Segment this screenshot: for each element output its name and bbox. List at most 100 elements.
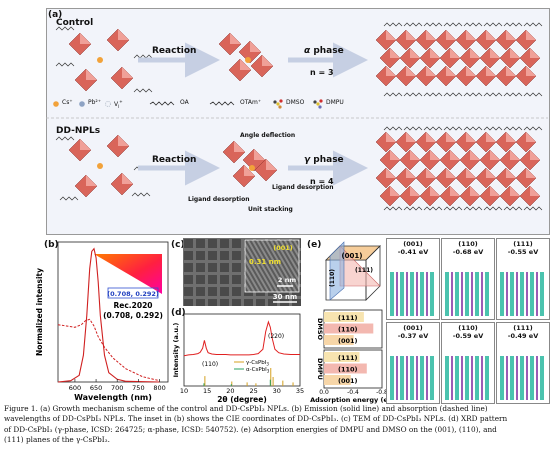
panel-c-letter: (c) [171,240,185,250]
gamma-phase-octahedron-highlight [426,168,436,178]
alpha-phase-octahedron-highlight [390,48,400,58]
dft-structure-tile: (111)-0.55 eV [496,238,550,320]
adsorption-energy-bars: (111)(110)(001)(111)(110)(001) DMSO DMPU… [310,309,386,404]
alpha-phase-octahedron-highlight [450,48,460,58]
emission-curve [57,247,160,383]
surface-ligand [423,22,443,27]
caption-line-2: wavelengths of DD-CsPbI₃ NPLs. The inset… [4,414,508,424]
gamma-phase-octahedron-highlight [510,186,520,196]
alpha-phase-octahedron-highlight [510,48,520,58]
legend-pb-label: Pb²⁺ [88,99,101,106]
gamma-phase-octahedron-highlight [510,150,520,160]
gamma-phase-octahedron-highlight [530,150,540,160]
gamma-phase-octahedron-highlight [530,186,540,196]
dft-structure-tile: (110)-0.68 eV [441,238,495,320]
gamma-phase-octahedron-highlight [446,132,456,142]
gamma-phase-octahedron-highlight [410,150,420,160]
control-precursor-octahedron-highlight [122,67,133,78]
dmso-group-label: DMSO [316,318,324,341]
surface-ligand [423,92,443,97]
alpha-phase-octahedron-highlight [406,30,416,40]
gamma-phase-octahedron-highlight [390,150,400,160]
gamma-phase-octahedron-highlight [470,186,480,196]
plot-e-xlabel: Adsorption energy (eV) [310,396,386,404]
adsorption-bar-label: (110) [338,366,358,374]
control-precursor-octahedron-highlight [86,69,97,80]
ligand-chain [59,196,79,201]
plot-b-xlabel: Wavelength (nm) [74,393,152,402]
panel-a-schematic [46,22,548,211]
tile-energy-label: -0.55 eV [507,248,539,256]
cs-ion [97,163,103,169]
scale-small-label: 2 nm [278,276,296,284]
tile-plane-label: (001) [403,324,423,332]
plane-110-face [329,241,345,301]
gamma-phase-octahedron-highlight [450,150,460,160]
rec-label: Rec.2020 [113,301,152,310]
alpha-phase-octahedron-highlight [406,66,416,76]
plot-b-xtick-label: 800 [153,384,165,392]
scale-big-label: 30 nm [273,293,297,301]
adsorption-bar [324,312,364,322]
gamma-phase-octahedron-highlight [466,168,476,178]
panel-b-letter: (b) [44,240,59,250]
alpha-phase-octahedron-highlight [506,30,516,40]
surface-ligand [523,126,543,131]
control-intermediate-octahedron-highlight [250,41,261,52]
alpha-phase-octahedron-highlight [386,66,396,76]
control-intermediate-octahedron-highlight [262,55,273,66]
gamma-phase-octahedron-highlight [426,132,436,142]
surface-ligand [523,206,543,211]
gamma-phase-octahedron-highlight [506,168,516,178]
cie-point-label: (0.708, 0.292) [107,290,159,298]
legend-dmso-label: DMSO [286,99,305,106]
dd-intermediate-octahedron-highlight [254,149,265,160]
caption-line-3: of DD-CsPbI₃ (γ-phase, ICSD: 264725; α-p… [4,424,497,434]
alpha-phase-octahedron-highlight [386,30,396,40]
adsorption-bar-label: (111) [338,354,358,362]
sphere-icon [53,101,59,107]
tile-energy-label: -0.41 eV [397,248,429,256]
angle-deflection-label: Angle deflection [240,132,296,139]
legend-oa-label: OA [180,99,189,106]
control-reaction-label: Reaction [152,46,197,56]
cs-ion [97,57,103,63]
dd-n-label: n = 4 [310,177,334,186]
dd-precursor-octahedron-highlight [80,139,91,150]
alpha-phase-octahedron-highlight [526,66,536,76]
gamma-phase-octahedron-highlight [486,168,496,178]
crystal-planes-cube: (001) (111) (110) [325,241,381,301]
lattice-spacing-label: 0.31 nm [249,258,281,266]
panel-e-letter: (e) [307,240,322,250]
gamma-phase-octahedron-highlight [430,150,440,160]
emission-absorption-plot: (0.708, 0.292) Rec.2020 (0.708, 0.292) 6… [35,241,169,402]
peak-110-label: (110) [202,361,218,368]
control-precursor-octahedron-highlight [118,29,129,40]
surface-ligand [383,206,403,211]
control-phase-label: α phase [304,46,344,56]
surface-ligand [383,22,403,27]
alpha-phase-octahedron-highlight [446,66,456,76]
surface-ligand [443,206,463,211]
atomic-slab [390,356,436,400]
plot-d-ylabel: Intensity (a.u.) [172,323,180,378]
surface-ligand [463,22,483,27]
surface-ligand [503,126,523,131]
adsorption-bar [324,323,374,334]
plot-e-xtick-label: -0.4 [347,389,359,396]
surface-ligand [383,92,403,97]
dd-intermediate-octahedron-highlight [244,165,255,176]
legend-alpha-label: α-CsPbI3 [246,367,270,374]
xrd-measured-curve [183,320,300,357]
caption-line-1: Figure 1. (a) Growth mechanism scheme of… [4,404,488,413]
molecule-icon [313,99,323,109]
surface-ligand [463,206,483,211]
alpha-phase-octahedron-highlight [486,66,496,76]
adsorption-bar [324,352,360,362]
tem-image: (001) 0.31 nm 2 nm 30 nm [183,238,301,306]
panel-a-letter: (a) [48,10,63,20]
gamma-phase-octahedron-highlight [386,168,396,178]
plane-001-label: (001) [273,244,293,252]
legend-gamma-label: γ-CsPbI3 [246,360,269,367]
alpha-phase-octahedron-highlight [466,66,476,76]
